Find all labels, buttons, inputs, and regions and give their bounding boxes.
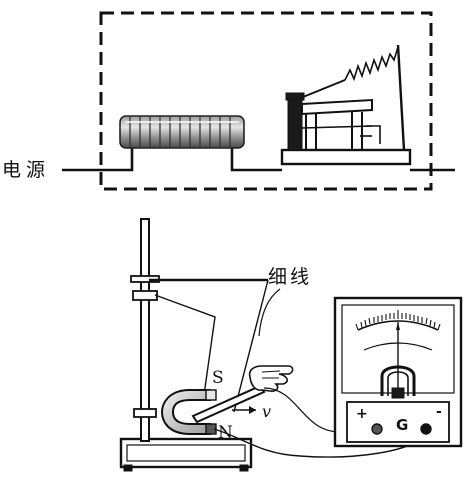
power-source-label: 电源 (2, 159, 51, 181)
conductor-rod (191, 384, 266, 424)
suspension-thread-left (154, 294, 216, 396)
bottom-apparatus (119, 218, 463, 472)
dashed-enclosure (99, 11, 433, 191)
hand-icon (248, 365, 294, 392)
plus-terminal-label: + (356, 406, 368, 422)
plus-terminal (371, 423, 383, 435)
relay-frame (301, 98, 381, 150)
thread-label: 细线 (268, 266, 313, 288)
top-apparatus (62, 11, 455, 191)
suspension-thread-right (233, 279, 269, 413)
galvanometer-label: G (396, 416, 409, 434)
relay-electromagnet (287, 97, 303, 151)
relay-base (280, 148, 412, 166)
power-wire-right (230, 147, 282, 172)
power-wire-left (62, 147, 134, 172)
north-pole-label: N (218, 423, 233, 443)
galvanometer-scale (357, 320, 439, 331)
south-pole-label: S (212, 368, 224, 388)
stand-rod (140, 218, 150, 442)
minus-terminal (420, 423, 432, 435)
thread-label-leader (258, 288, 281, 337)
minus-terminal-label: - (436, 404, 442, 420)
relay-spring-arm (302, 44, 406, 151)
galvanometer (333, 296, 463, 448)
solenoid-coil (119, 115, 245, 149)
velocity-label: v (262, 402, 272, 421)
